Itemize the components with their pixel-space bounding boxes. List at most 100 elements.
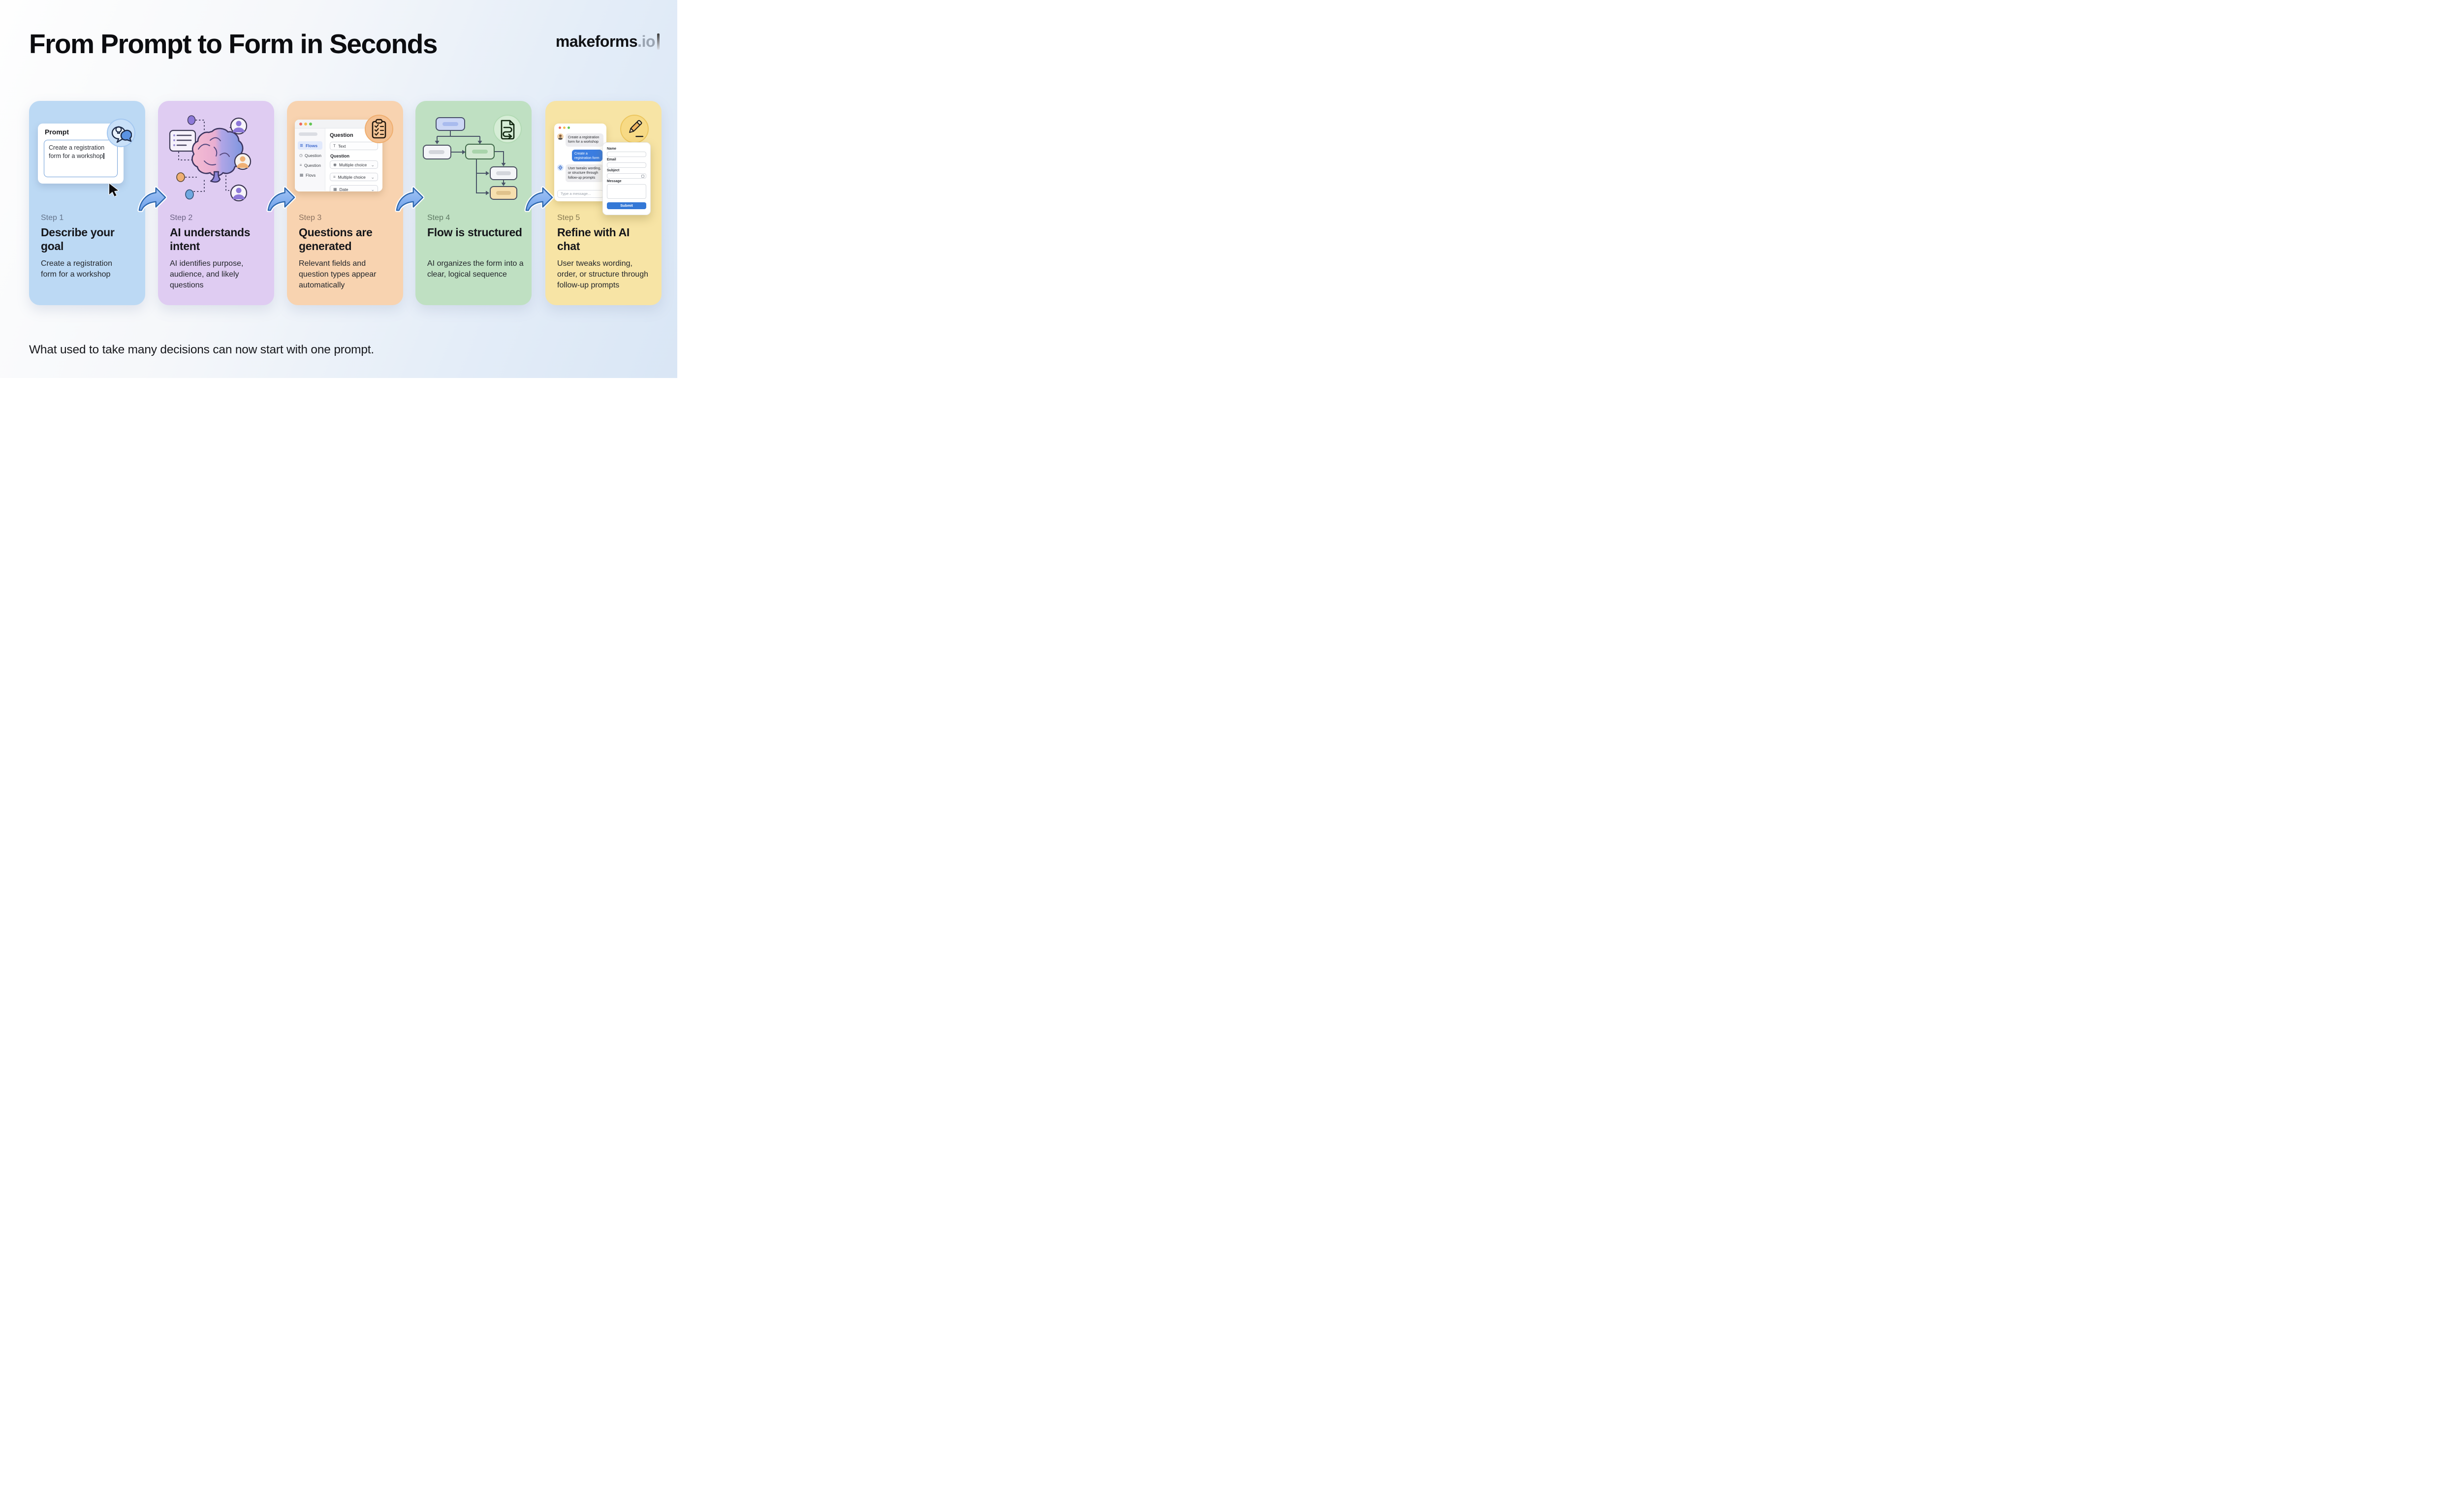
step-card-4: Step 4 Flow is structured AI organizes t… [415, 101, 532, 305]
step-heading: Flow is structured [427, 226, 522, 239]
checkbox-icon [641, 175, 644, 178]
step-card-5: Create a registration form for a worksho… [545, 101, 662, 305]
builder-panel: Question T Text Question ◉ Multiple choi… [325, 128, 382, 191]
calendar-icon: ▦ [299, 173, 304, 177]
flow-edges [437, 130, 504, 193]
chat-message-input[interactable]: Type a message... [557, 190, 603, 198]
arrow-step4-to-step5-icon [524, 186, 554, 212]
step-label: Step 1 [41, 214, 64, 222]
step-description: Create a registration form for a worksho… [41, 259, 112, 279]
avatar-orange-middle-icon [234, 153, 252, 170]
list-lines-icon: ≡ [299, 163, 302, 167]
submit-button[interactable]: Submit [607, 202, 646, 209]
dropdown-value: Multiple choice [339, 162, 367, 167]
expand-window-icon[interactable] [309, 123, 312, 126]
email-field[interactable] [607, 162, 646, 168]
step-card-3: ≣ Flows ◷ Question ≡ Question ▦ Flovs [287, 101, 403, 305]
sidebar-item-label: Question [304, 153, 322, 158]
message-field[interactable] [607, 184, 646, 199]
close-window-icon[interactable] [299, 123, 302, 126]
avatar-purple-top-icon [230, 117, 248, 135]
step-heading: Describe your goal [41, 226, 115, 253]
arrow-step1-to-step2-icon [137, 186, 167, 212]
ai-message-bubble: User tweaks wording, or structure throug… [566, 164, 603, 183]
name-field[interactable] [607, 152, 646, 157]
list-lines-icon: ≡ [333, 175, 336, 179]
step-description: AI identifies purpose, audience, and lik… [170, 259, 244, 289]
step-heading: AI understands intent [170, 226, 251, 253]
sidebar-item-label: Flovs [306, 172, 316, 178]
name-label: Name [607, 147, 617, 151]
section-label: Question [330, 154, 350, 158]
text-field-icon: T [333, 144, 336, 148]
sidebar-item-flovs[interactable]: ▦ Flovs [298, 171, 322, 179]
ai-sparkle-icon [558, 165, 563, 170]
step-card-2: Step 2 AI understands intent AI identifi… [158, 101, 274, 305]
expand-window-icon[interactable] [568, 126, 570, 129]
chat-lightbulb-badge [107, 119, 135, 147]
step-heading: Questions are generated [299, 226, 373, 253]
ai-chat-window: Create a registration form for a worksho… [554, 124, 606, 201]
sidebar-item-question-1[interactable]: ◷ Question [298, 151, 322, 159]
field-type-text[interactable]: T Text [330, 142, 378, 150]
window-controls[interactable] [559, 126, 570, 129]
minimize-window-icon[interactable] [304, 123, 307, 126]
calendar-icon: ▦ [333, 187, 337, 191]
step-description: User tweaks wording, order, or structure… [557, 259, 648, 289]
dropdown-multiple-choice-2[interactable]: ≡ Multiple choice ⌄ [330, 173, 378, 181]
dropdown-date[interactable]: ▦ Date ⌄ [330, 185, 378, 191]
step-description: Relevant fields and question types appea… [299, 259, 377, 289]
flow-arrowheads [435, 141, 506, 195]
sidebar-item-flows[interactable]: ≣ Flows [298, 141, 322, 150]
flows-lines-icon: ≣ [300, 143, 303, 148]
message-label: Message [607, 180, 622, 183]
ai-avatar [557, 164, 564, 171]
purple-node-dot [187, 115, 196, 125]
builder-sidebar: ≣ Flows ◷ Question ≡ Question ▦ Flovs [295, 128, 325, 191]
step-label: Step 5 [557, 214, 580, 222]
step-label: Step 3 [299, 214, 322, 222]
clipboard-checklist-icon [372, 119, 386, 139]
clock-icon: ◷ [299, 153, 303, 158]
mouse-cursor-icon [108, 183, 119, 196]
ai-reply-bubble: Create a registration form for a worksho… [572, 149, 602, 161]
window-controls[interactable] [299, 123, 312, 126]
email-label: Email [607, 158, 616, 161]
brain-icon [191, 127, 244, 183]
flow-doc-badge [493, 115, 522, 143]
pencil-badge [620, 115, 649, 143]
panel-title: Question [330, 132, 353, 138]
minimize-window-icon[interactable] [563, 126, 566, 129]
step-heading: Refine with AI chat [557, 226, 630, 253]
prompt-text: Create a registration form for a worksho… [49, 144, 105, 159]
prompt-textarea[interactable]: Create a registration form for a worksho… [44, 140, 118, 177]
brand-tld: .io [637, 32, 655, 50]
arrow-step3-to-step4-icon [395, 186, 424, 212]
footer-tagline: What used to take many decisions can now… [29, 343, 374, 356]
user-avatar [557, 133, 564, 140]
audience-avatars [230, 117, 252, 202]
flow-document-icon [501, 120, 515, 140]
chat-bubble-lightbulb-icon [111, 126, 132, 143]
sidebar-item-label: Flows [306, 143, 318, 148]
field-label: Text [338, 143, 346, 149]
arrow-step2-to-step3-icon [266, 186, 296, 212]
text-caret-icon [103, 153, 105, 159]
text-cursor-icon [657, 33, 660, 50]
dropdown-multiple-choice-1[interactable]: ◉ Multiple choice ⌄ [330, 160, 378, 169]
prompt-title: Prompt [45, 128, 69, 136]
sidebar-placeholder-pill [299, 132, 317, 136]
step-description: AI organizes the form into a clear, logi… [427, 259, 524, 279]
user-message-bubble: Create a registration form for a worksho… [566, 133, 603, 147]
blue-node-dot [185, 189, 194, 200]
dropdown-value: Date [339, 187, 348, 192]
step-card-1: Prompt Create a registration form for a … [29, 101, 145, 305]
infographic-canvas: From Prompt to Form in Seconds makeforms… [0, 0, 677, 378]
subject-field[interactable] [607, 173, 646, 179]
close-window-icon[interactable] [559, 126, 561, 129]
sidebar-item-question-2[interactable]: ≡ Question [298, 161, 322, 169]
radio-icon: ◉ [333, 162, 337, 167]
dropdown-value: Multiple choice [338, 174, 366, 180]
window-titlebar [295, 120, 382, 128]
page-title: From Prompt to Form in Seconds [29, 29, 438, 59]
